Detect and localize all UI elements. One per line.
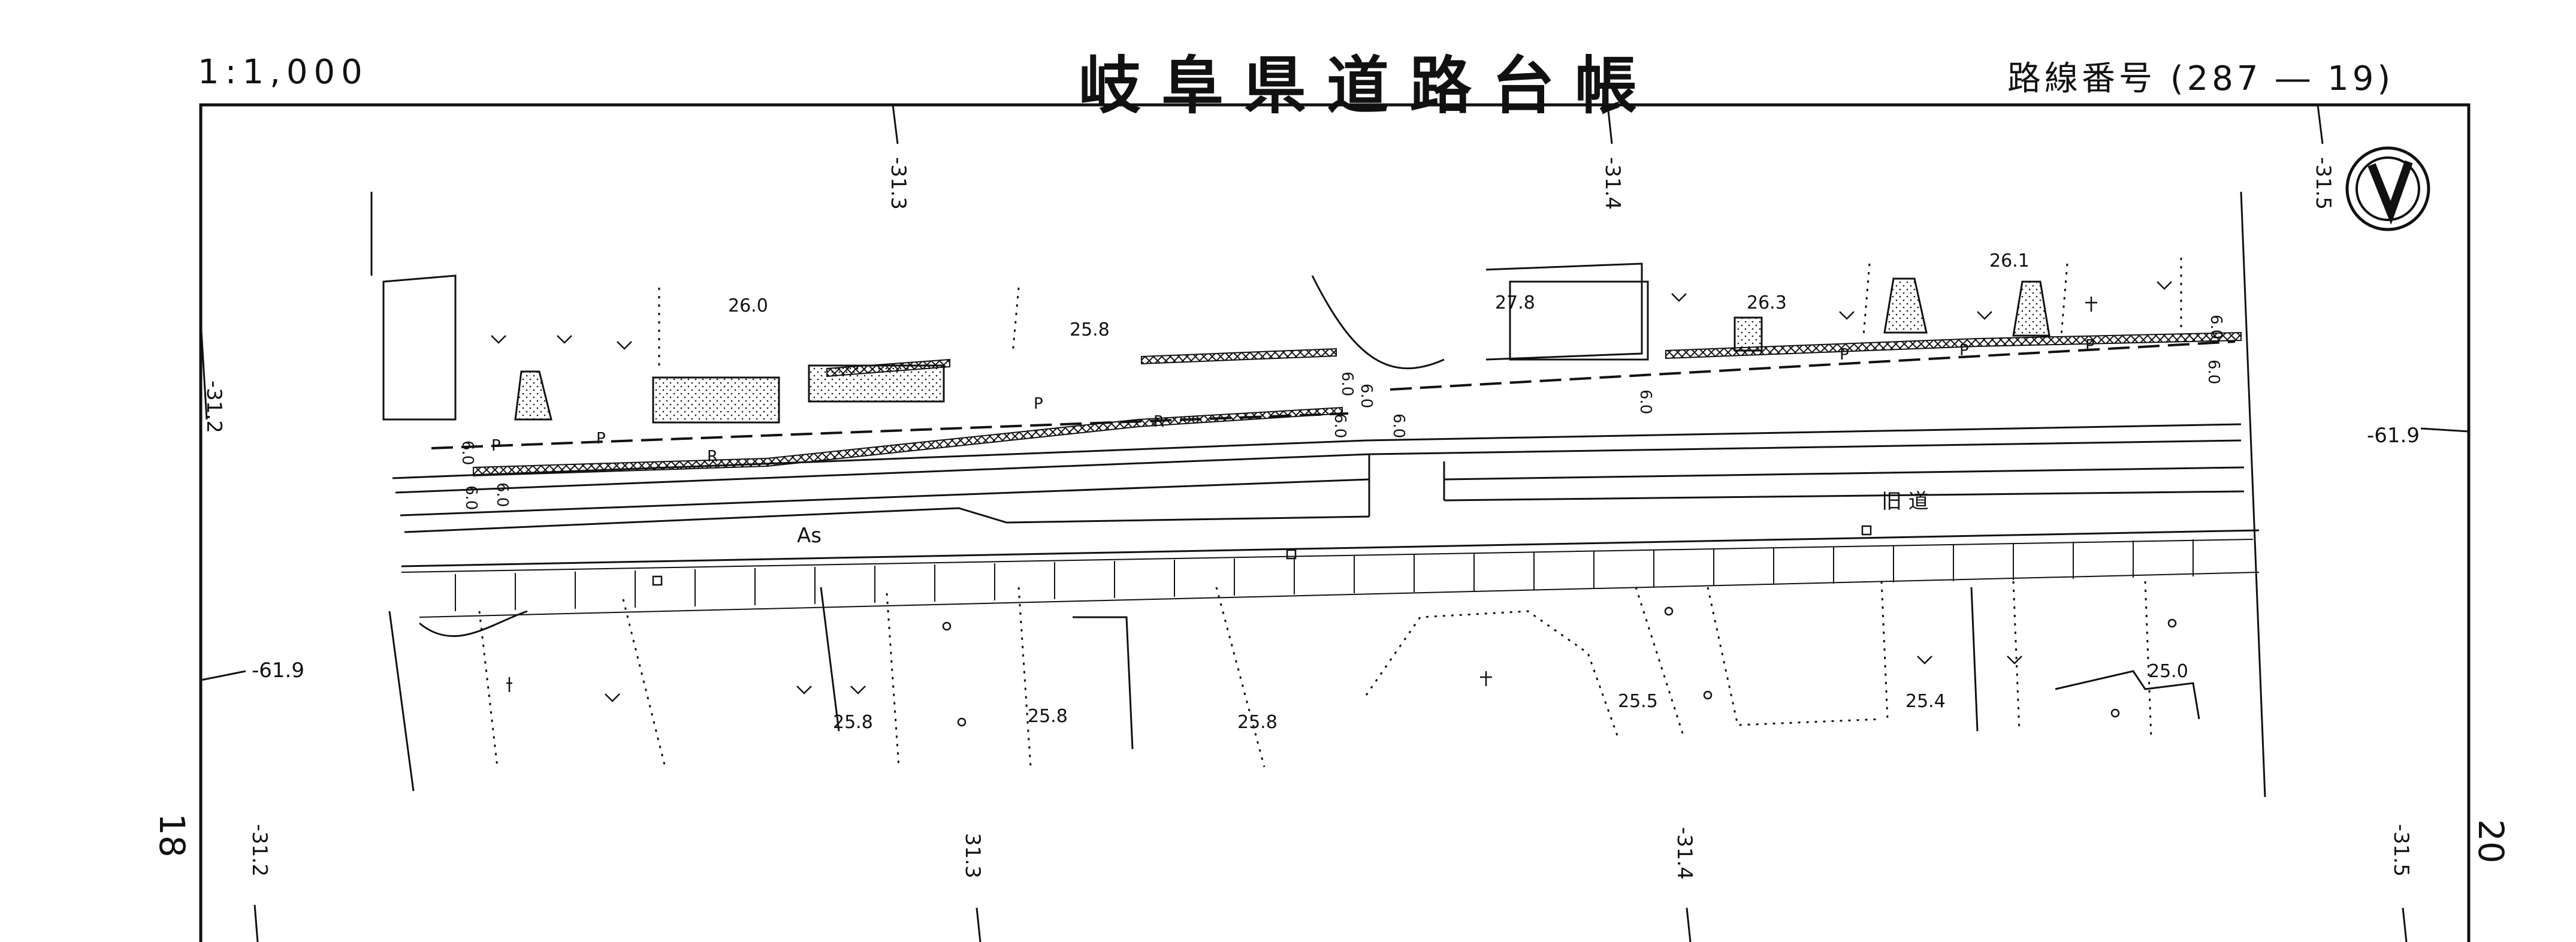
width-mark-10: 6.0 <box>1357 384 1375 408</box>
structure-mark-8: R <box>1153 413 1164 431</box>
structure-mark-3: P <box>1034 395 1043 413</box>
left-tick-2: -61.9 <box>252 659 304 683</box>
top-tick-2: -31.4 <box>1600 157 1624 210</box>
map-scale: 1:1,000 <box>198 53 369 92</box>
structure-mark-5: P <box>1959 342 1969 360</box>
spot-height-1: 26.0 <box>728 295 768 316</box>
land-use-symbols <box>491 281 2177 727</box>
width-mark-8: 6.0 <box>2204 360 2222 384</box>
spot-height-2: 25.8 <box>1070 319 1110 340</box>
structure-mark-2: P <box>596 430 606 448</box>
north-arrow-icon <box>2345 146 2430 231</box>
top-tick-3: -31.5 <box>2311 157 2335 210</box>
spot-height-4: 26.3 <box>1747 292 1787 313</box>
route-number: (287 ― 19) <box>2170 59 2394 98</box>
right-tick-1: -61.9 <box>2367 424 2420 448</box>
bottom-tick-3: -31.4 <box>1672 827 1696 880</box>
boundary-lines <box>370 191 2266 798</box>
structure-mark-1: P <box>491 437 501 455</box>
width-mark-9: 6.0 <box>2207 315 2225 339</box>
bottom-tick-4: -31.5 <box>2389 824 2413 877</box>
left-tick-1: -31.2 <box>202 381 226 433</box>
buildings <box>382 262 2050 424</box>
spot-height-8: 25.8 <box>1237 712 1278 733</box>
structure-mark-4: P <box>1840 346 1849 364</box>
width-mark-5: 6.0 <box>1331 413 1349 438</box>
lot-lines <box>478 258 2182 768</box>
width-mark-4: 6.0 <box>1338 372 1356 396</box>
embankment-ticks <box>401 539 2260 618</box>
spot-height-6: 25.8 <box>833 712 873 733</box>
spot-height-3: 27.8 <box>1495 292 1535 313</box>
width-mark-3: 6.0 <box>493 482 511 507</box>
bottom-tick-2: 31.3 <box>961 833 985 878</box>
structure-mark-6: P <box>2085 337 2095 355</box>
route-label: 路線番号 <box>2007 59 2156 98</box>
spot-height-10: 25.4 <box>1905 691 1946 712</box>
old-road-label: 旧 道 <box>1882 490 1929 514</box>
map-title: 岐阜県道路台帳 <box>1079 49 1658 122</box>
spot-height-5: 26.1 <box>1989 250 2030 271</box>
route-number-label: 路線番号 (287 ― 19) <box>2007 52 2394 100</box>
road-edges <box>392 423 2260 567</box>
road-surface-label: As <box>797 524 822 548</box>
width-mark-7: 6.0 <box>1636 390 1654 414</box>
width-mark-6: 6.0 <box>1390 413 1408 438</box>
bottom-tick-1: -31.2 <box>247 824 271 877</box>
structure-mark-7: R <box>707 448 718 466</box>
width-mark-2: 6.0 <box>462 485 480 510</box>
spot-height-7: 25.8 <box>1028 706 1068 727</box>
width-mark-1: 6.0 <box>458 440 476 465</box>
top-tick-1: -31.3 <box>886 157 910 210</box>
spot-height-9: 25.5 <box>1618 691 1658 712</box>
grid-ticks <box>200 104 2469 942</box>
spot-height-11: 25.0 <box>2148 661 2188 682</box>
map-frame <box>199 103 2471 942</box>
